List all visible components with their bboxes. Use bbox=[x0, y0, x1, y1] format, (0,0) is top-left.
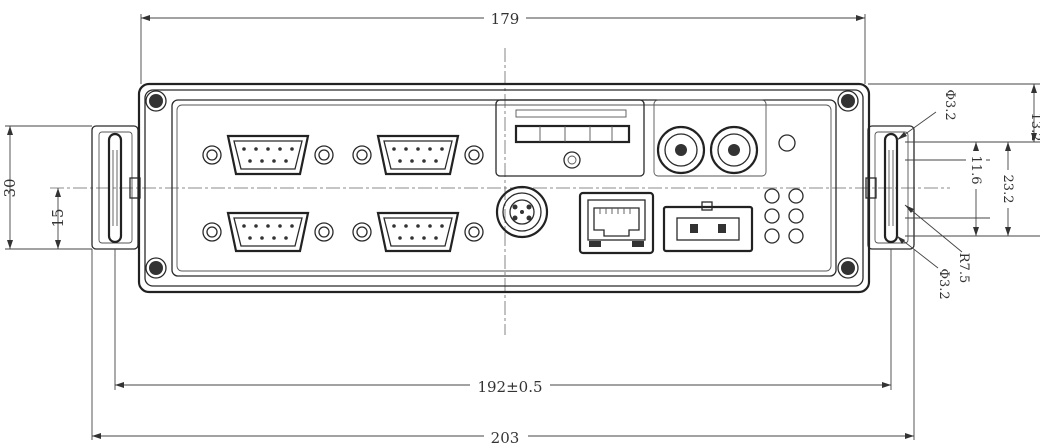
antenna-connector-2 bbox=[709, 125, 759, 175]
card-slot-panel bbox=[495, 99, 645, 177]
status-led-2 bbox=[788, 188, 804, 204]
indicator-hole bbox=[778, 134, 796, 152]
status-leds bbox=[764, 188, 804, 244]
dim-text-11-6: 11.6 bbox=[968, 156, 983, 185]
terminal-block-connector bbox=[662, 201, 754, 253]
dim-text-15: 15 bbox=[49, 208, 67, 227]
dim-text-slot-bottom: Φ3.2 bbox=[936, 268, 951, 299]
db9-connectors bbox=[202, 134, 484, 253]
status-led-3 bbox=[764, 208, 780, 224]
antenna-connector-1 bbox=[656, 125, 706, 175]
corner-screws bbox=[145, 90, 859, 279]
left-mounting-flange bbox=[91, 125, 141, 250]
dimension-203: 203 bbox=[91, 249, 915, 446]
antenna-connectors bbox=[653, 99, 796, 177]
status-led-1 bbox=[764, 188, 780, 204]
db9-connector-4 bbox=[352, 211, 484, 253]
corner-screw-top-right bbox=[837, 90, 859, 112]
status-led-5 bbox=[764, 228, 780, 244]
round-circular-connector bbox=[495, 185, 549, 239]
dimension-179: 179 bbox=[140, 8, 866, 84]
left-mounting-slot bbox=[107, 132, 123, 244]
right-dimensions: Φ3.2 11.6 23.2 13.2 R7.5 Φ3.2 bbox=[868, 83, 1040, 300]
dimension-192: 192±0.5 bbox=[114, 249, 892, 396]
card-eject-button bbox=[563, 151, 581, 169]
db9-connector-3 bbox=[202, 211, 334, 253]
status-led-6 bbox=[788, 228, 804, 244]
dim-text-13-2: 13.2 bbox=[1028, 113, 1040, 142]
corner-screw-top-left bbox=[145, 90, 167, 112]
dim-text-203: 203 bbox=[491, 429, 520, 446]
db9-connector-1 bbox=[202, 134, 334, 176]
dim-text-r7-5: R7.5 bbox=[956, 253, 971, 283]
db9-connector-2 bbox=[352, 134, 484, 176]
dim-text-23-2: 23.2 bbox=[1000, 175, 1015, 204]
corner-screw-bottom-right bbox=[837, 257, 859, 279]
status-led-4 bbox=[788, 208, 804, 224]
dim-text-30: 30 bbox=[1, 178, 19, 197]
dimension-30: 30 bbox=[1, 125, 92, 250]
corner-screw-bottom-left bbox=[145, 257, 167, 279]
dim-text-179: 179 bbox=[491, 10, 520, 28]
dim-text-192: 192±0.5 bbox=[477, 378, 542, 396]
dimension-15: 15 bbox=[49, 188, 92, 250]
rj45-ethernet-port bbox=[578, 191, 655, 255]
right-mounting-flange bbox=[865, 125, 915, 250]
dim-text-slot-top: Φ3.2 bbox=[942, 89, 957, 120]
